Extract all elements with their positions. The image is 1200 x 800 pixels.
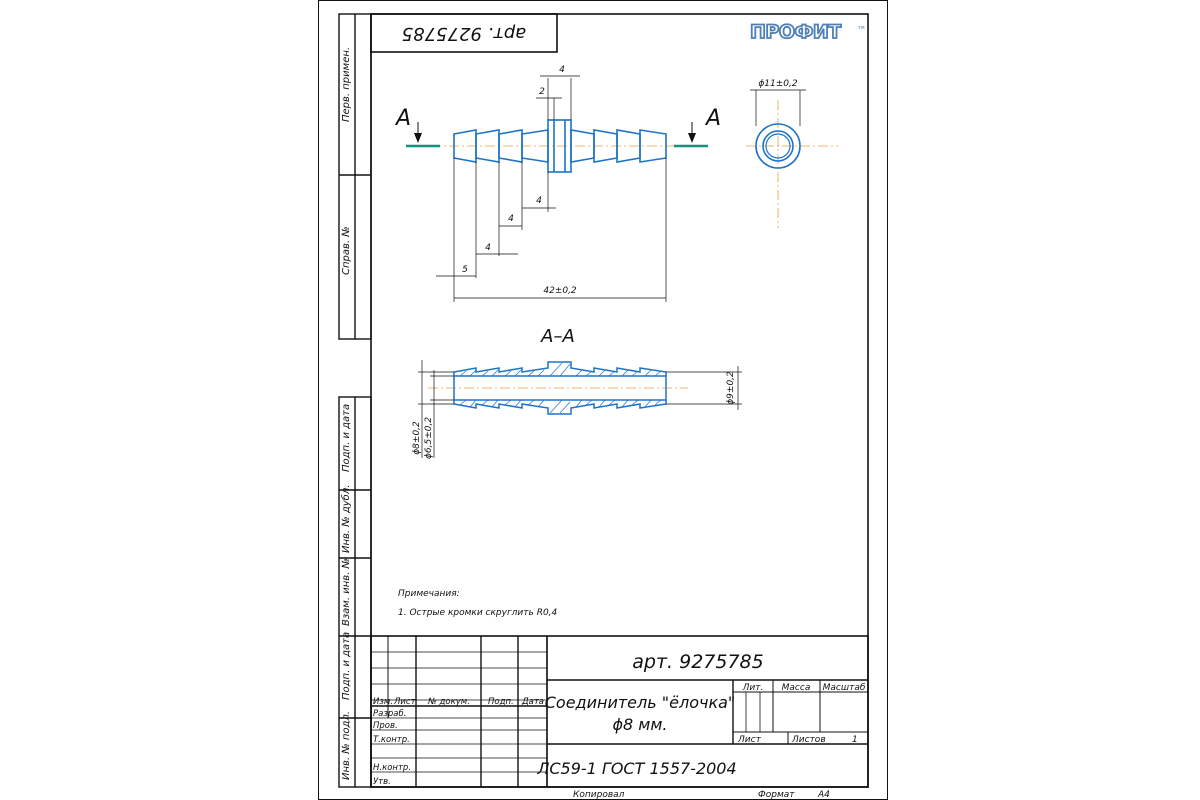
row-utv: Утв. [373,777,391,787]
side-label-inv-podl: Инв. № подл. [341,711,352,780]
row-prov: Пров. [373,721,398,731]
drawing-sheet: Перв. примен. Справ. № Подп. и дата Инв.… [318,0,888,800]
side-label-podp-data-1: Подп. и дата [341,404,352,472]
section-hatching [459,362,662,414]
part-name-line2: ϕ8 мм. [612,715,667,734]
part-name-line1: Соединитель "ёлочка" [545,693,736,712]
dim-diam-9: ϕ9±0,2 [726,371,736,405]
col-podp: Подп. [488,697,514,707]
list-label: Лист [737,735,762,745]
dim-4-c: 4 [485,243,491,253]
side-label-perv: Перв. примен. [341,47,352,122]
section-title: А–А [540,326,575,347]
row-razrab: Разраб. [373,709,406,719]
listov-label: Листов [791,735,826,745]
section-mark-right: А [704,106,721,131]
notes-item-1: 1. Острые кромки скруглить R0,4 [398,608,558,618]
side-label-podp-data-2: Подп. и дата [341,632,352,700]
title-block-text: арт. 9275785 Соединитель "ёлочка" ϕ8 мм.… [373,651,866,800]
lit-label: Лит. [742,683,764,693]
brand-logo: ПРОФИТ тм [748,18,865,44]
main-view: А А [394,65,721,302]
col-dokum: № докум. [427,697,470,707]
side-label-vzam-inv: Взам. инв. № [341,558,352,626]
format-label: Формат [758,790,795,800]
col-list: Лист [393,697,417,707]
top-stamp-box [370,13,558,53]
main-dimension-lines [436,75,667,302]
dim-2: 2 [539,87,545,97]
notes-title: Примечания: [398,589,460,599]
dim-diam-11: ϕ11±0,2 [758,79,798,89]
section-mark-left: А [394,106,411,131]
dim-42: 42±0,2 [543,286,577,296]
side-label-inv-dubl: Инв. № дубл. [340,485,352,553]
kopiroval: Копировал [573,790,625,800]
end-view: ϕ11±0,2 [746,79,838,228]
dim-diam-65: ϕ6,5±0,2 [424,417,434,459]
logo-text: ПРОФИТ [750,21,841,43]
side-strip-labels: Перв. примен. Справ. № Подп. и дата Инв.… [340,47,352,780]
side-strip [338,13,372,788]
row-nkontr: Н.контр. [373,763,411,773]
dim-diam-8: ϕ8±0,2 [412,421,422,455]
logo-tm: тм [858,25,865,31]
dim-4-a: 4 [536,196,542,206]
material: ЛС59-1 ГОСТ 1557-2004 [536,759,736,778]
section-arrowhead-right [688,133,696,143]
masshtab-label: Масштаб [823,683,866,693]
section-view: ϕ9±0,2 ϕ8±0,2 ϕ6,5±0,2 [412,360,742,459]
massa-label: Масса [782,683,811,693]
side-label-sprav: Справ. № [341,226,352,275]
section-arrowhead-left [414,133,422,143]
dim-4-top: 4 [559,65,565,75]
col-data: Дата [521,697,544,707]
row-tkontr: Т.контр. [373,735,410,745]
format-value: А4 [817,790,830,800]
drawing-canvas: Перв. примен. Справ. № Подп. и дата Инв.… [318,0,888,800]
title-block [370,635,869,788]
listov-value: 1 [852,735,858,745]
top-stamp-text: арт. 9275785 [402,23,527,44]
col-izm: Изм. [373,697,393,707]
designation: арт. 9275785 [632,651,763,673]
dim-5: 5 [462,265,468,275]
dim-4-b: 4 [508,214,514,224]
